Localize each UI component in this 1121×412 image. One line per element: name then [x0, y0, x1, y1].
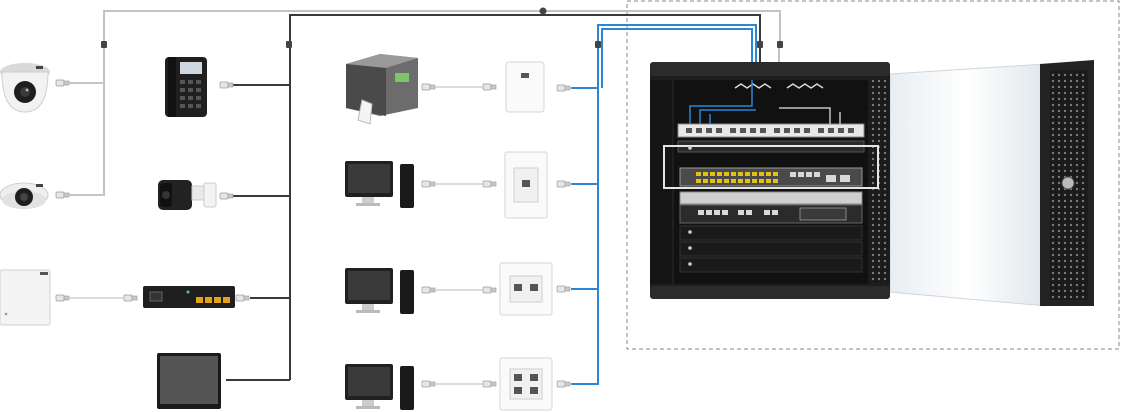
server-rack-icon [650, 60, 1094, 307]
patch-links [68, 82, 483, 385]
wall-jack-3 [499, 262, 553, 316]
cable-junctions [101, 7, 783, 48]
fisheye-camera-icon [0, 182, 49, 209]
label-printer-icon [346, 54, 418, 125]
rj45-plugs [55, 79, 571, 388]
poe-switch-icon [143, 286, 235, 308]
desktop-2 [345, 268, 414, 314]
rack-area-frame [626, 0, 1120, 350]
display-icon [157, 353, 221, 409]
dome-camera-icon [0, 63, 50, 113]
wall-jack-4 [499, 357, 553, 411]
desktop-3 [345, 364, 414, 410]
rack-glass-door [889, 63, 1047, 307]
ip-phone-icon [165, 57, 207, 117]
bullet-camera-icon [158, 180, 217, 210]
desktop-1 [345, 161, 414, 208]
wall-jack-1 [505, 61, 545, 113]
access-point-icon [0, 269, 51, 326]
wall-jack-2 [504, 151, 548, 219]
